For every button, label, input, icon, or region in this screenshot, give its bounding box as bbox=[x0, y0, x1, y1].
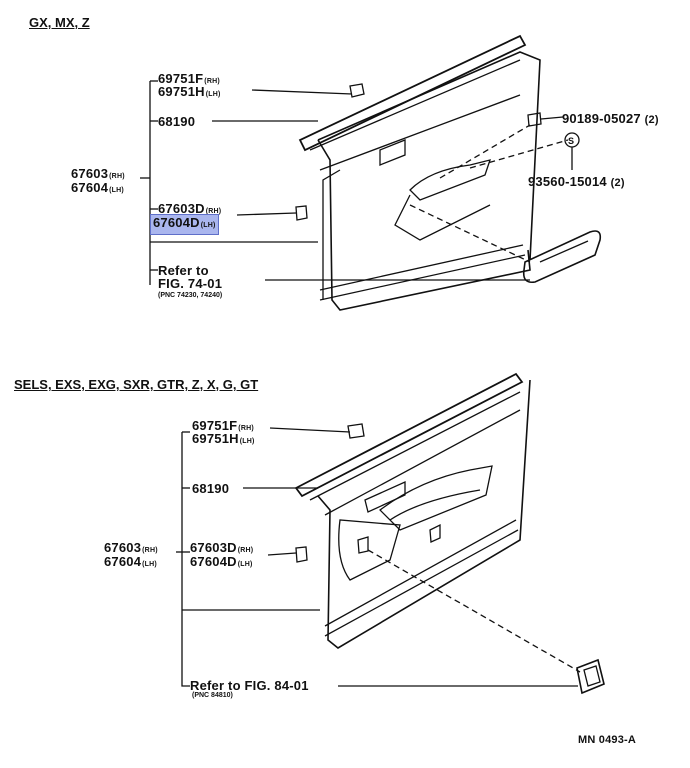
part-label-67604d[interactable]: 67604D(LH) bbox=[190, 555, 253, 571]
part-side: (RH) bbox=[237, 547, 254, 554]
part-code: 67603 bbox=[104, 540, 142, 555]
part-label-90189-05027[interactable]: 90189-05027 (2) bbox=[562, 112, 659, 127]
part-label-67603[interactable]: 67603(RH) bbox=[104, 541, 158, 557]
part-label-67604[interactable]: 67604(LH) bbox=[71, 181, 124, 197]
part-label-67603d[interactable]: 67603D(RH) bbox=[158, 202, 221, 218]
part-label-93560-15014[interactable]: 93560-15014 (2) bbox=[528, 175, 625, 190]
part-side: (RH) bbox=[204, 78, 220, 85]
part-label-69751f[interactable]: 69751F(RH) bbox=[192, 419, 254, 435]
part-label-67603[interactable]: 67603(RH) bbox=[71, 167, 125, 183]
part-code: 67603D bbox=[158, 201, 205, 216]
part-code: 93560-15014 bbox=[528, 174, 607, 189]
refer-fig-link[interactable]: Refer to FIG. 84-01 bbox=[190, 678, 309, 693]
part-code: 69751H bbox=[192, 431, 239, 446]
part-side: (LH) bbox=[109, 187, 124, 194]
part-side: (LH) bbox=[237, 561, 253, 568]
part-qty: (2) bbox=[644, 114, 659, 126]
part-code: 69751F bbox=[192, 418, 238, 433]
footer-code: MN 0493-A bbox=[578, 734, 637, 746]
part-code: 69751H bbox=[158, 84, 205, 99]
part-code: 67603D bbox=[190, 540, 237, 555]
refer-fig-link[interactable]: FIG. 74-01 bbox=[158, 276, 223, 291]
part-side: (RH) bbox=[205, 208, 222, 215]
part-side: (RH) bbox=[238, 425, 254, 432]
refer-pnc: (PNC 84810) bbox=[192, 692, 233, 699]
part-code: 67604 bbox=[104, 554, 142, 569]
part-label-69751f[interactable]: 69751F(RH) bbox=[158, 72, 220, 88]
refer-line-1: Refer to bbox=[158, 263, 209, 278]
section-2-heading: SELS, EXS, EXG, SXR, GTR, Z, X, G, GT bbox=[14, 377, 259, 392]
part-side: (LH) bbox=[142, 561, 157, 568]
part-code: 68190 bbox=[158, 114, 196, 129]
part-side: (LH) bbox=[239, 438, 255, 445]
part-code: 67603 bbox=[71, 166, 109, 181]
part-label-68190[interactable]: 68190 bbox=[192, 482, 229, 495]
part-label-68190[interactable]: 68190 bbox=[158, 115, 195, 128]
part-code: 69751F bbox=[158, 71, 204, 86]
part-code: 67604D bbox=[190, 554, 237, 569]
part-code: 67604 bbox=[71, 180, 109, 195]
part-label-67604d-highlighted[interactable]: 67604D(LH) bbox=[150, 214, 219, 235]
refer-pnc: (PNC 74230, 74240) bbox=[158, 292, 223, 299]
part-label-69751h[interactable]: 69751H(LH) bbox=[192, 432, 255, 448]
part-code: 68190 bbox=[192, 481, 230, 496]
part-label-67604[interactable]: 67604(LH) bbox=[104, 555, 157, 571]
section-1-heading: GX, MX, Z bbox=[29, 15, 90, 30]
part-side: (RH) bbox=[142, 547, 158, 554]
part-side: (RH) bbox=[109, 173, 125, 180]
part-code: 67604D bbox=[153, 215, 200, 230]
part-qty: (2) bbox=[610, 177, 625, 189]
part-label-69751h[interactable]: 69751H(LH) bbox=[158, 85, 221, 101]
part-side: (LH) bbox=[205, 91, 221, 98]
part-code: 90189-05027 bbox=[562, 111, 641, 126]
part-side: (LH) bbox=[200, 222, 216, 229]
part-label-67603d[interactable]: 67603D(RH) bbox=[190, 541, 253, 557]
svg-text:S: S bbox=[568, 136, 574, 146]
